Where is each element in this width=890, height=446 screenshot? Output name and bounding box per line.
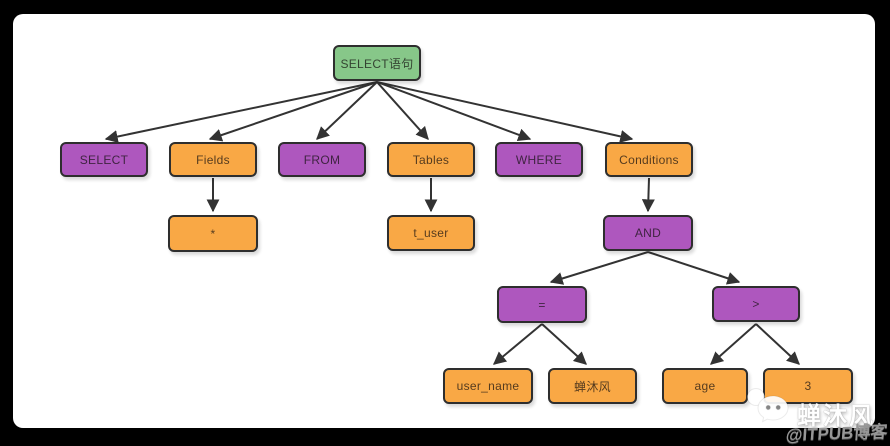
node-chanmufeng: 蝉沐风 <box>548 368 637 404</box>
watermark-attribution: @ITPUB博客 <box>785 422 889 445</box>
node-select: SELECT <box>60 142 148 177</box>
node-fields: Fields <box>169 142 257 177</box>
node-conditions: Conditions <box>605 142 693 177</box>
node-tables: Tables <box>387 142 475 177</box>
node-user-name: user_name <box>443 368 533 404</box>
node-select-statement: SELECT语句 <box>333 45 421 81</box>
node-age: age <box>662 368 748 404</box>
node-greater-than: > <box>712 286 800 322</box>
watermark-brand: 蝉沐风 <box>797 403 875 430</box>
node-star: * <box>168 215 258 252</box>
node-and: AND <box>603 215 693 251</box>
node-where: WHERE <box>495 142 583 177</box>
node-from: FROM <box>278 142 366 177</box>
wechat-icon <box>747 388 789 423</box>
node-t-user: t_user <box>387 215 475 251</box>
node-equals: = <box>497 286 587 323</box>
